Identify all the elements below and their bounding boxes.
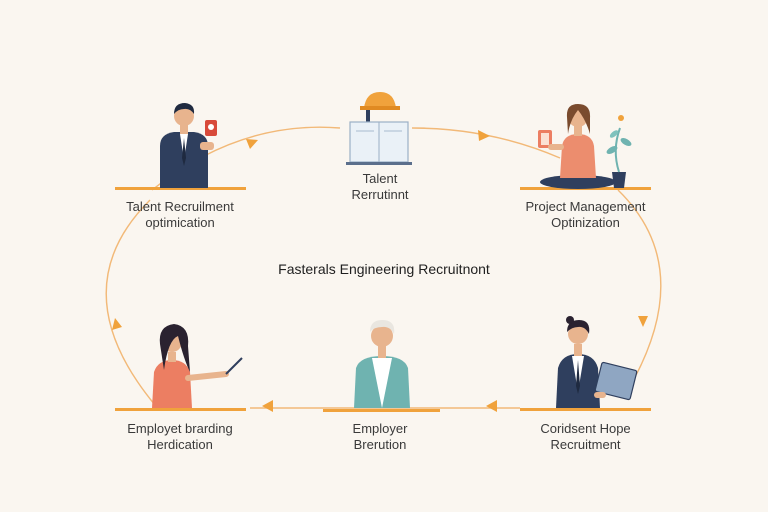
node-label-line1: Employet brarding (127, 421, 233, 436)
businessman-icon (160, 103, 217, 188)
node-label-line1: Talent Recruilment (126, 199, 234, 214)
node-label-line2: Rerrutinnt (351, 187, 409, 202)
arrowhead-3 (638, 316, 648, 327)
diagram-title: Fasterals Engineering Recruitnont (278, 261, 490, 277)
node-label-top-right: Project Management Optinization (503, 199, 668, 231)
node-label-line1: Coridsent Hope (540, 421, 631, 436)
node-label-line1: Employer (352, 421, 408, 436)
node-label-line2: Recruitment (550, 437, 621, 452)
node-label-top-left: Talent Recruilment optimication (105, 199, 255, 231)
arrowhead-4 (486, 400, 497, 412)
node-label-bottom-left: Employet brarding Herdication (105, 421, 255, 453)
node-label-top-center: Talent Rerrutinnt (320, 171, 440, 203)
cycle-connectors (105, 126, 662, 409)
connector-top-center-to-right (411, 127, 561, 159)
node-label-line1: Project Management (525, 199, 646, 214)
node-label-bottom-right: Coridsent Hope Recruitment (503, 421, 668, 453)
hardhat-laptop-icon (346, 92, 412, 165)
connector-right-side (617, 189, 662, 396)
arrowhead-1 (246, 139, 258, 149)
node-label-bottom-center: Employer Brerution (320, 421, 440, 453)
node-label-line2: Brerution (353, 437, 407, 452)
platform-bottom-center (323, 409, 440, 412)
node-label-line2: optimication (145, 215, 215, 230)
arrowhead-2 (478, 130, 490, 141)
node-label-line2: Optinization (551, 215, 620, 230)
cycle-arrowheads (112, 130, 648, 412)
platform-bottom-left (115, 408, 246, 411)
man-tablet-icon (556, 316, 638, 408)
node-label-line1: Talent (362, 171, 398, 186)
man-white-hair-icon (354, 320, 410, 408)
connector-left-side (105, 199, 156, 406)
woman-meditating-icon (538, 104, 632, 189)
arrowhead-6 (112, 318, 122, 330)
arrowhead-5 (262, 400, 273, 412)
woman-pointing-icon (152, 324, 243, 408)
platform-top-left (115, 187, 246, 190)
node-label-line2: Herdication (147, 437, 213, 452)
platform-bottom-right (520, 408, 651, 411)
